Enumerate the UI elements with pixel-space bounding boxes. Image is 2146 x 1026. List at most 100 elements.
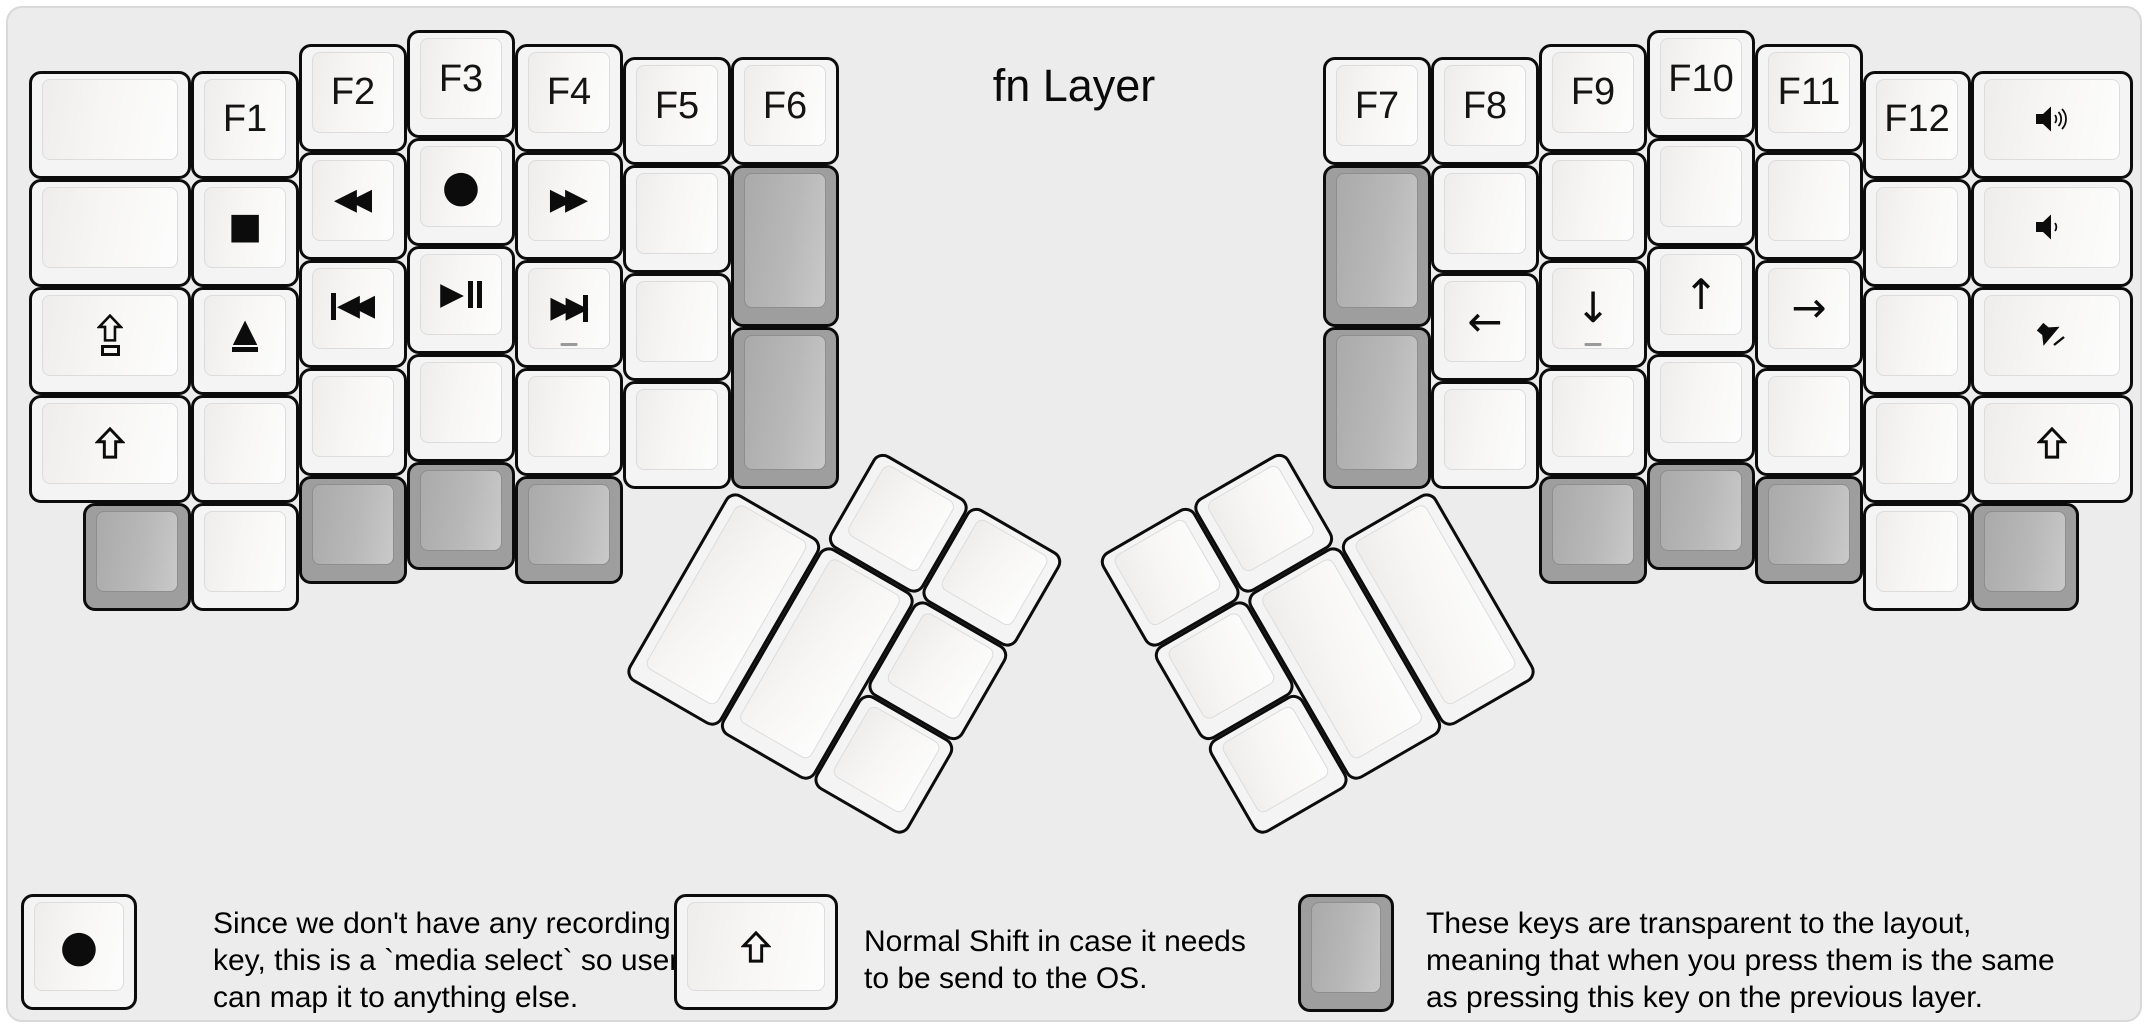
key-f8: F8	[1431, 57, 1539, 165]
key-arrow-left: ←	[1431, 273, 1539, 381]
key-f1: F1	[191, 70, 299, 179]
legend-shift-key	[674, 894, 838, 1010]
key-label: F6	[762, 84, 808, 127]
key-blank	[515, 367, 623, 476]
key-f7: F7	[1323, 57, 1431, 165]
key-eject: ▲	[191, 286, 299, 395]
key-transparent	[299, 475, 407, 584]
arrow-right-icon: →	[1791, 283, 1827, 332]
key-f12: F12	[1863, 70, 1971, 179]
key-record: ●	[407, 138, 515, 246]
key-f10: F10	[1647, 30, 1755, 138]
key-label: F9	[1570, 71, 1616, 113]
eject-icon: ▲	[232, 314, 258, 352]
key-blank	[29, 70, 191, 179]
key-arrow-up: ↑	[1647, 246, 1755, 354]
vol-up-icon	[2034, 104, 2070, 134]
legend-record-text: Since we don't have any recording key, t…	[213, 907, 680, 1014]
keyboard-board: F1 ■ ▲ F2 ◀◀ ◀◀ F3 ● ▶ F4 ▶▶ ▶▶ F5 F6 F7 F8 ← F9 ↓ F10 ↑ F11 →…	[8, 8, 2140, 1020]
key-blank	[29, 178, 191, 287]
play-pause-icon: ▶	[440, 279, 482, 310]
key-transparent	[1647, 462, 1755, 570]
key-blank	[191, 502, 299, 611]
key-f2: F2	[299, 43, 407, 152]
homing-dash	[560, 342, 578, 346]
key-blank	[1539, 151, 1647, 260]
vol-down-icon	[2034, 212, 2070, 242]
key-play-pause: ▶	[407, 246, 515, 354]
homing-dash	[1584, 342, 1602, 346]
key-blank	[1647, 138, 1755, 246]
key-transparent	[407, 462, 515, 570]
arrow-down-icon: ↓	[1575, 283, 1611, 332]
key-prev-track: ◀◀	[299, 259, 407, 368]
key-shift	[1971, 394, 2133, 503]
key-transparent	[1971, 502, 2079, 611]
key-shift	[29, 394, 191, 503]
key-blank	[191, 394, 299, 503]
key-blank	[407, 354, 515, 462]
key-transparent	[83, 502, 191, 611]
key-blank	[623, 165, 731, 273]
key-label: F7	[1354, 84, 1400, 127]
key-caps-shift	[29, 286, 191, 395]
key-blank	[1431, 165, 1539, 273]
key-f4: F4	[515, 43, 623, 152]
stop-icon: ■	[227, 206, 262, 247]
key-blank	[623, 273, 731, 381]
key-blank	[1863, 394, 1971, 503]
key-rewind: ◀◀	[299, 151, 407, 260]
key-stop: ■	[191, 178, 299, 287]
shift-icon	[2037, 427, 2067, 459]
key-transparent	[1323, 327, 1431, 489]
key-blank	[1539, 367, 1647, 476]
shift-icon	[95, 427, 125, 459]
key-fast-forward: ▶▶	[515, 151, 623, 260]
key-label: F10	[1668, 57, 1734, 100]
mute-icon	[2035, 319, 2069, 351]
key-volume-up	[1971, 70, 2133, 179]
key-label: F3	[438, 57, 484, 100]
key-blank	[1755, 367, 1863, 476]
key-f9: F9	[1539, 43, 1647, 152]
shift-icon	[741, 930, 771, 963]
key-transparent	[731, 165, 839, 327]
key-transparent	[1755, 475, 1863, 584]
key-label: F2	[330, 71, 376, 113]
key-volume-down	[1971, 178, 2133, 287]
legend-transparent-key	[1298, 894, 1394, 1012]
legend-transparent-text: These keys are transparent to the layout…	[1426, 907, 2055, 1014]
record-icon: ●	[59, 920, 99, 972]
page-title: fn Layer	[992, 60, 1156, 111]
key-f6: F6	[731, 57, 839, 165]
key-blank	[1863, 286, 1971, 395]
key-label: F8	[1462, 84, 1508, 127]
record-icon: ●	[441, 160, 481, 212]
fast-forward-icon: ▶▶	[549, 182, 588, 217]
caps-shift-icon	[97, 314, 123, 356]
legend-shift-text: Normal Shift in case it needs to be send…	[864, 925, 1246, 995]
key-arrow-right: →	[1755, 259, 1863, 368]
key-label: F1	[222, 98, 268, 140]
arrow-up-icon: ↑	[1683, 269, 1719, 319]
key-label: F12	[1884, 98, 1950, 140]
key-transparent	[515, 475, 623, 584]
key-next-track: ▶▶	[515, 259, 623, 368]
next-track-icon: ▶▶	[550, 293, 588, 323]
key-arrow-down: ↓	[1539, 259, 1647, 368]
key-blank	[1863, 178, 1971, 287]
rewind-icon: ◀◀	[333, 182, 372, 217]
arrow-left-icon: ←	[1467, 296, 1503, 346]
key-transparent	[731, 327, 839, 489]
key-transparent	[1539, 475, 1647, 584]
key-label: F5	[654, 84, 700, 127]
key-blank	[299, 367, 407, 476]
key-blank	[623, 381, 731, 489]
key-f3: F3	[407, 30, 515, 138]
key-f5: F5	[623, 57, 731, 165]
layout-canvas: fn Layer F1 ■ ▲ F2 ◀◀ ◀◀ F3 ● ▶ F4 ▶▶ ▶▶ F5 F6 F7 F8 ← F9…	[6, 6, 2142, 1022]
key-transparent	[1323, 165, 1431, 327]
key-label: F4	[546, 71, 592, 113]
key-blank	[1755, 151, 1863, 260]
key-label: F11	[1777, 71, 1841, 113]
